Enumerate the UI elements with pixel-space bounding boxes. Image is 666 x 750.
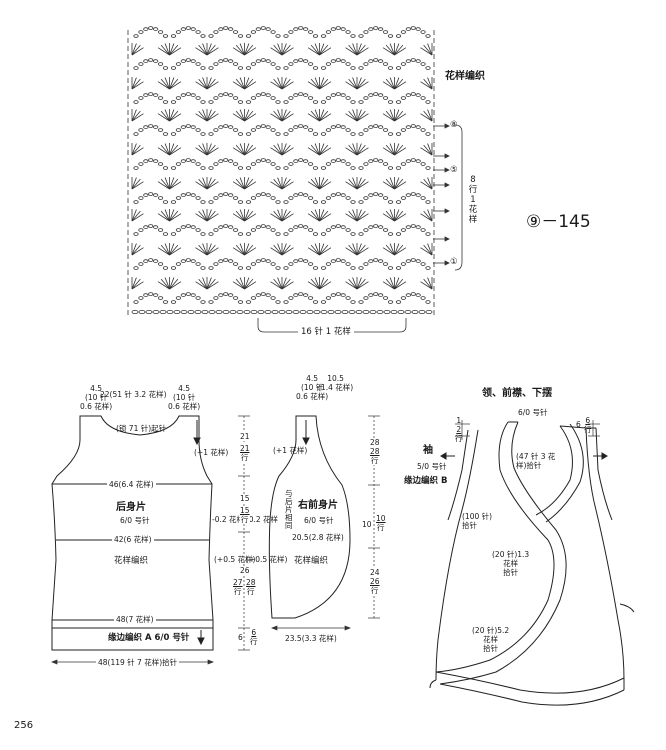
row-arrows bbox=[433, 123, 450, 266]
back-needle: 6/0 号针 bbox=[120, 516, 150, 525]
back-width-mid: 42(6 花样) bbox=[112, 535, 154, 544]
page-number: 256 bbox=[14, 720, 34, 731]
sleeve-title: 袖 bbox=[423, 445, 433, 456]
back-dec2: -0.2 花样 bbox=[246, 515, 279, 524]
front-same-as-back: 与后片相同 bbox=[285, 489, 293, 530]
front-arrows bbox=[302, 420, 310, 446]
sleeve-border: 缘边编织 B bbox=[404, 476, 448, 486]
vest-arrows bbox=[440, 452, 608, 460]
h21: 21 bbox=[240, 432, 250, 441]
front-stitch: 花样编织 bbox=[294, 556, 329, 566]
front-plus-one: (+1 花样) bbox=[273, 446, 308, 455]
back-border: 缘边编织 A 6/0 号针 bbox=[108, 633, 190, 643]
back-plus-one: (+1 花样) bbox=[194, 448, 229, 457]
rows-label: 8 行 1 花 样 bbox=[468, 175, 478, 225]
rows-label-part: 8 bbox=[470, 175, 476, 185]
back-stitch: 花样编织 bbox=[114, 556, 149, 566]
pattern-code: ⑨－145 bbox=[526, 212, 591, 232]
collar-needle: 6/0 号针 bbox=[518, 408, 548, 417]
row-bracket bbox=[454, 124, 463, 271]
back-dec1: -0.2 花样 bbox=[212, 515, 245, 524]
vest-outline bbox=[429, 421, 635, 706]
front-h10: 10 bbox=[362, 520, 372, 529]
rows-label-part: 样 bbox=[468, 215, 478, 225]
row-marker-1: ① bbox=[450, 257, 458, 267]
front-needle: 6/0 号针 bbox=[304, 516, 334, 525]
rows-label-part: 花 bbox=[468, 205, 478, 215]
collar-pick47: (47 针 3 花样)拾针 bbox=[516, 452, 556, 470]
collar-right-num: 6 bbox=[576, 420, 581, 429]
back-inc2: (+0.5 花样) bbox=[246, 555, 288, 564]
back-width-upper: 46(6.4 花样) bbox=[107, 480, 156, 489]
front-name: 右前身片 bbox=[298, 500, 338, 511]
h6: 6 bbox=[238, 633, 243, 642]
front-width-bottom: 23.5(3.3 花样) bbox=[285, 634, 337, 643]
rows-label-part: 行 bbox=[468, 185, 478, 195]
back-top-mid: 22(51 针 3.2 花样) bbox=[100, 390, 167, 399]
repeat-label: 16 针 1 花样 bbox=[298, 327, 354, 337]
front-top-right: 10.5(1.4 花样) bbox=[318, 374, 354, 392]
back-cast-on: (锁 71 针)起针 bbox=[116, 424, 167, 433]
back-arrows bbox=[193, 420, 205, 646]
rows-label-part: 1 bbox=[470, 195, 476, 205]
h26: 26 bbox=[240, 566, 250, 575]
vest-leaders bbox=[455, 420, 600, 440]
row-marker-8: ⑧ bbox=[450, 120, 458, 130]
sleeve-needle: 5/0 号针 bbox=[417, 462, 447, 471]
back-width-lower: 48(7 花样) bbox=[114, 615, 156, 624]
front-piece-outline bbox=[268, 415, 351, 619]
crochet-chart bbox=[127, 26, 435, 315]
pattern-title: 花样编织 bbox=[445, 71, 485, 82]
back-width-bottom: 48(119 针 7 花样)拾针 bbox=[96, 658, 180, 667]
h15: 15 bbox=[240, 494, 250, 503]
row-marker-5: ⑤ bbox=[450, 165, 458, 175]
back-name: 后身片 bbox=[116, 502, 146, 513]
collar-pick100: (100 针)拾针 bbox=[462, 512, 493, 530]
front-width-mid: 20.5(2.8 花样) bbox=[290, 533, 346, 542]
collar-title: 领、前襟、下摆 bbox=[482, 388, 552, 399]
back-inc1: (+0.5 花样) bbox=[214, 555, 256, 564]
